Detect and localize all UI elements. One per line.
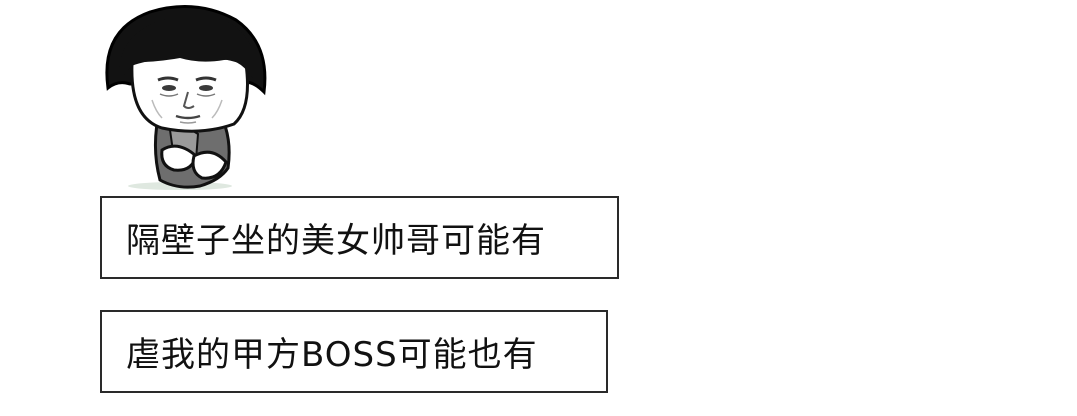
caption-text-2: 虐我的甲方BOSS可能也有 xyxy=(126,335,538,375)
meme-character-icon xyxy=(100,0,270,192)
caption-box-1: 隔壁子坐的美女帅哥可能有 xyxy=(100,196,619,279)
caption-box-2: 虐我的甲方BOSS可能也有 xyxy=(100,310,608,393)
caption-text-1: 隔壁子坐的美女帅哥可能有 xyxy=(126,221,546,261)
